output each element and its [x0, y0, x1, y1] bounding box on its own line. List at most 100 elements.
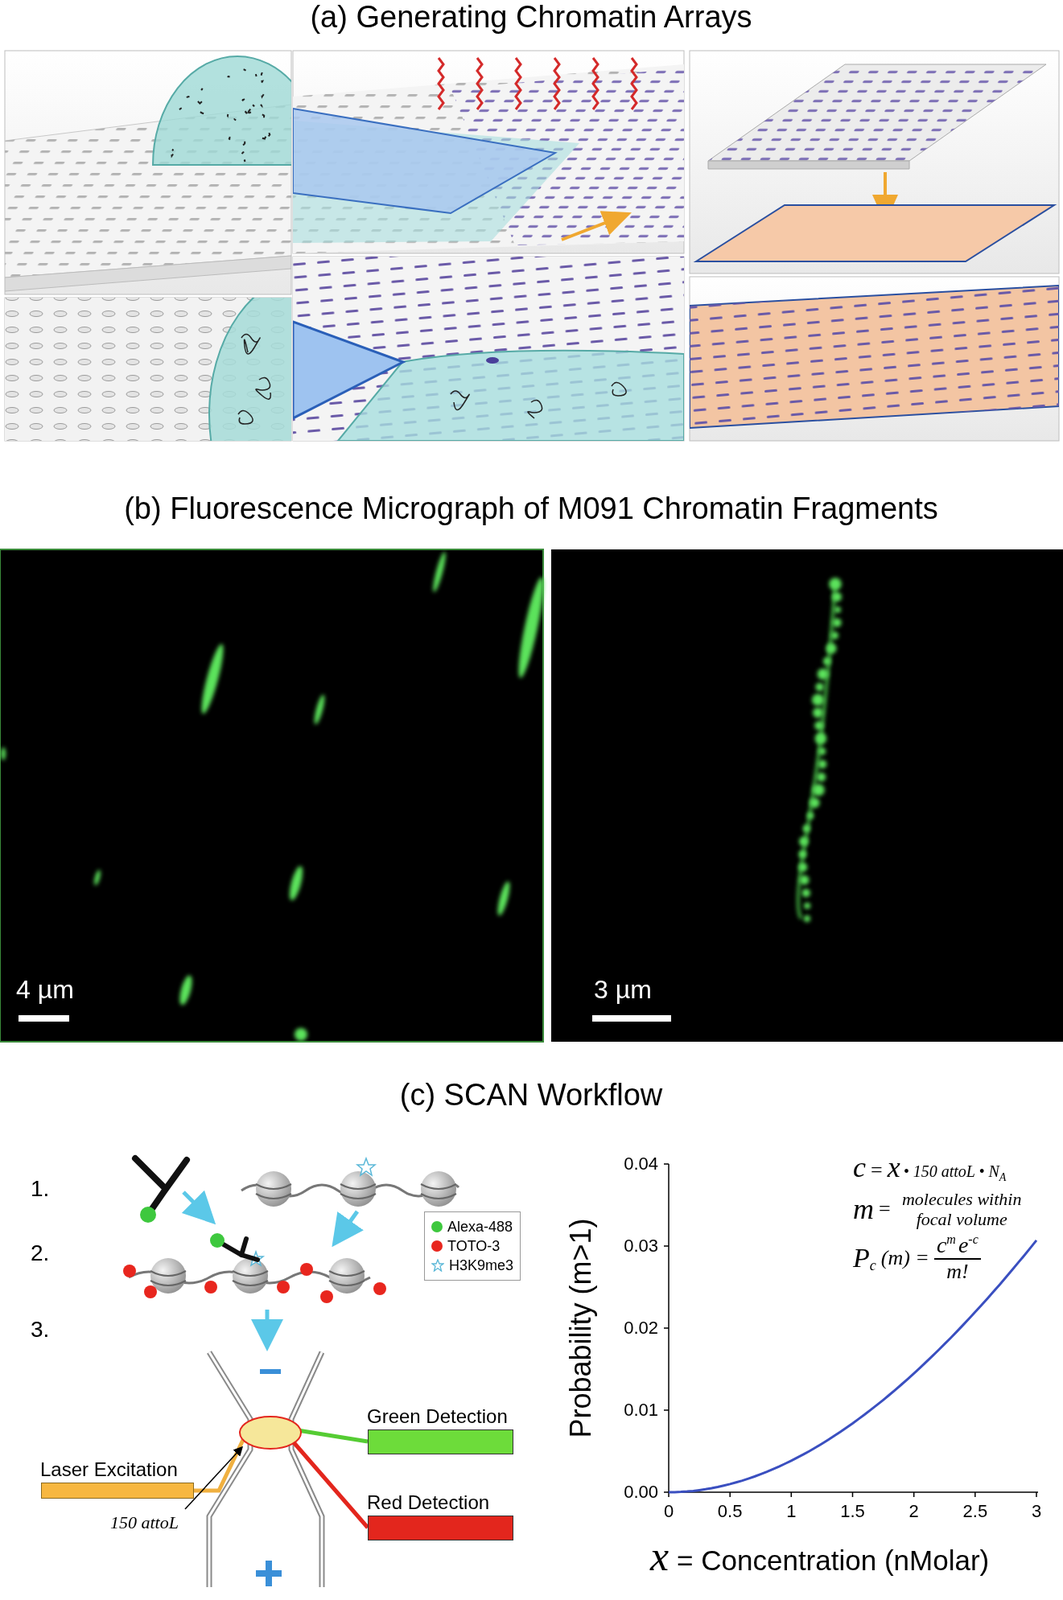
- step-number: 2.: [30, 1240, 50, 1267]
- speck: [242, 98, 245, 101]
- speck: [248, 109, 252, 114]
- bead: [832, 592, 842, 602]
- formula-symbol: =: [870, 1158, 883, 1183]
- speck: [171, 154, 174, 157]
- nanochannel: [209, 1352, 322, 1588]
- bead: [818, 760, 828, 770]
- tick-label: 0.04: [623, 1153, 659, 1175]
- legend-swatch: [431, 1221, 443, 1233]
- legend-box: Alexa-488TOTO-3H3K9me3: [424, 1211, 521, 1282]
- legend-label: Alexa-488: [447, 1219, 513, 1237]
- axis-title-text: = Concentration (nMolar): [676, 1545, 989, 1578]
- leader-arrow: [185, 1448, 242, 1510]
- node-label: Laser Excitation: [40, 1458, 178, 1482]
- tick-label: 2: [909, 1501, 919, 1523]
- formula-symbol: m!: [946, 1260, 969, 1285]
- bead: [814, 721, 824, 730]
- chromatin-specks: [171, 69, 292, 162]
- bead: [803, 915, 811, 923]
- speck: [268, 132, 271, 136]
- tick-label: 2.5: [963, 1501, 989, 1523]
- nucleosome-row-2: [123, 1233, 387, 1304]
- step-number: 1.: [30, 1176, 50, 1203]
- combed-molecules: [438, 57, 637, 110]
- star-shape: [432, 1260, 444, 1272]
- tick-label: 0.00: [623, 1482, 659, 1504]
- formula: m=molecules within focal volume: [852, 1189, 1029, 1231]
- legend-entry: TOTO-3: [431, 1236, 514, 1257]
- micrograph-right: [551, 549, 1063, 1043]
- fiber: [798, 584, 836, 919]
- formula: Pc(m) =cme-cm!: [852, 1232, 981, 1285]
- bead: [812, 708, 824, 719]
- node-label: Red Detection: [366, 1491, 490, 1515]
- flow-arrows: [183, 1192, 358, 1336]
- bead: [809, 798, 820, 809]
- formula-superscript: m: [946, 1232, 956, 1248]
- speck: [243, 141, 245, 146]
- detector-box: Green Detection: [367, 1429, 514, 1455]
- bead: [834, 606, 841, 614]
- formula-symbol: m: [852, 1192, 874, 1227]
- formula-superscript: -c: [968, 1232, 978, 1248]
- fraction: cme-cm!: [934, 1232, 981, 1285]
- volume-label: 150 attoL: [110, 1512, 179, 1534]
- legend-entry: Alexa-488: [431, 1217, 514, 1237]
- formula-subscript: c: [869, 1257, 877, 1275]
- speck: [262, 114, 264, 118]
- bead: [803, 824, 811, 833]
- bead: [816, 772, 826, 782]
- formula-symbol: =: [878, 1197, 891, 1222]
- legend-label: TOTO-3: [447, 1238, 500, 1256]
- speck: [201, 88, 203, 91]
- bead: [815, 733, 828, 746]
- speck: [245, 111, 248, 114]
- bead: [798, 862, 808, 872]
- bead: [811, 693, 825, 706]
- panel-heading: (b) Fluorescence Micrograph of M091 Chro…: [123, 491, 939, 527]
- bead: [799, 836, 809, 847]
- speck: [262, 136, 266, 140]
- bead: [832, 618, 842, 627]
- speck: [179, 107, 182, 110]
- scale-label: 4 µm: [16, 975, 75, 1006]
- legend-label: H3K9me3: [449, 1257, 514, 1275]
- speck: [243, 159, 247, 162]
- axis-title: x= Concentration (nMolar): [650, 1532, 989, 1581]
- plot-axes: [663, 1164, 1039, 1498]
- combed-strand: [631, 57, 637, 110]
- panel-a-transfer: [689, 50, 1059, 274]
- speck: [229, 136, 231, 140]
- bead: [799, 875, 810, 886]
- bead: [807, 812, 815, 820]
- bead: [798, 850, 807, 859]
- bead: [825, 642, 837, 654]
- focal-volume: [239, 1417, 301, 1450]
- antibody-symbol: [135, 1158, 187, 1224]
- formula-symbol: e: [958, 1232, 969, 1259]
- bead: [828, 577, 842, 591]
- tick-label: 0.02: [623, 1318, 659, 1340]
- tick-label: 0.03: [623, 1236, 659, 1257]
- excitation-bar: Laser Excitation: [41, 1483, 194, 1500]
- tick-label: 0.5: [717, 1501, 743, 1523]
- nucleosome-row-1: [241, 1158, 459, 1208]
- formula-text: • 150 attoL • N: [903, 1162, 1000, 1182]
- speck: [261, 81, 264, 83]
- scale-label: 3 µm: [593, 975, 652, 1006]
- speck: [172, 149, 174, 152]
- speck: [227, 75, 231, 79]
- speck: [260, 104, 263, 107]
- panel-a-meniscus: [292, 256, 684, 441]
- legend-swatch: [431, 1240, 443, 1253]
- bead: [818, 747, 826, 755]
- panel-heading: (c) SCAN Workflow: [399, 1078, 664, 1113]
- panel-a-array: [689, 276, 1059, 441]
- panel-a-droplet: [4, 50, 322, 295]
- formula-symbol: (m) =: [881, 1246, 930, 1271]
- panel-a-combing: [292, 50, 684, 254]
- legend-entry: H3K9me3: [431, 1256, 514, 1276]
- tick-label: 0: [663, 1501, 674, 1523]
- formula-symbol: x: [887, 1150, 901, 1185]
